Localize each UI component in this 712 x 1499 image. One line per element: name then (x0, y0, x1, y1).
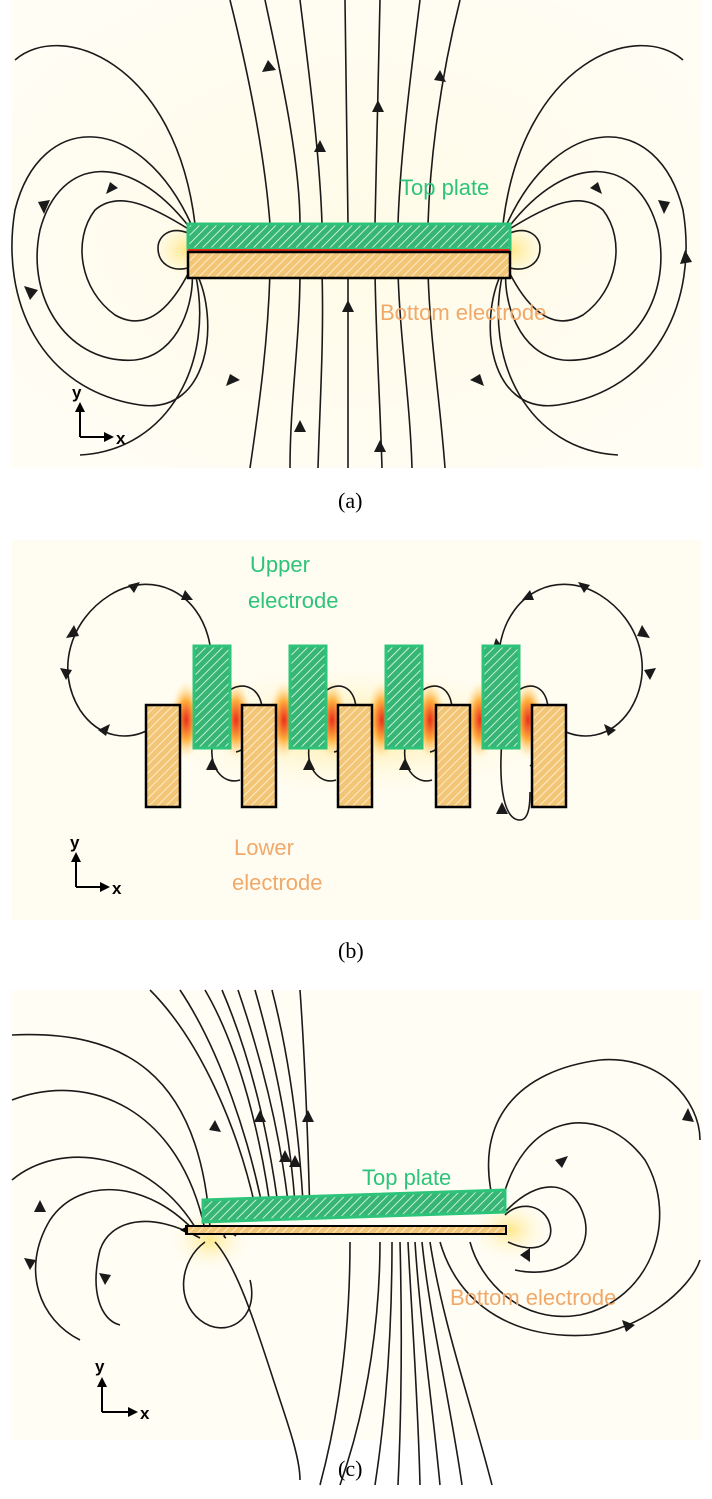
field-lines-center (229, 0, 461, 469)
gap-field-hotspot (188, 249, 510, 252)
upper-electrodes (192, 644, 521, 750)
axis-y-label: y (70, 833, 80, 852)
lower-electrode-4 (434, 703, 472, 809)
upper-electrode-2 (288, 644, 328, 750)
lower-electrode-3 (336, 703, 374, 809)
caption-b: (b) (338, 938, 364, 963)
top-plate-label: Top plate (400, 175, 489, 200)
field-arrows (24, 1108, 694, 1332)
upper-electrode-label-line2: electrode (248, 588, 339, 613)
lower-electrode-label-line1: Lower (234, 835, 294, 860)
field-arrows (24, 60, 692, 452)
field-lines-left (11, 1033, 301, 1481)
upper-electrode-3 (384, 644, 424, 750)
bottom-electrode (185, 1225, 507, 1235)
field-lines-left (11, 44, 209, 456)
lower-electrodes (144, 703, 568, 809)
panel-c: Top plate Bottom electrode y x (c) (0, 980, 712, 1499)
axis-x-label: x (140, 1404, 150, 1423)
panel-a-diagram: Top plate Bottom electrode y x (a) (11, 0, 702, 513)
bottom-electrode-label: Bottom electrode (450, 1285, 616, 1310)
axes-indicator: y x (72, 383, 126, 448)
top-plate (201, 1188, 507, 1224)
bottom-electrode-tip (180, 1226, 188, 1234)
axis-x-label: x (112, 879, 122, 898)
panel-b: Upper electrode Lower electrode y x (b) (0, 530, 712, 980)
field-lines-bundle (149, 989, 493, 1486)
bottom-electrode (186, 250, 512, 280)
panel-c-diagram: Top plate Bottom electrode y x (c) (11, 989, 702, 1486)
top-plate-label: Top plate (362, 1165, 451, 1190)
axis-y-label: y (95, 1357, 105, 1376)
upper-electrode-label-line1: Upper (250, 552, 310, 577)
top-plate (186, 222, 512, 251)
caption-c: (c) (338, 1456, 362, 1481)
lower-electrode-1 (144, 703, 182, 809)
axes-indicator: y x (70, 833, 122, 898)
panel-b-diagram: Upper electrode Lower electrode y x (b) (12, 540, 702, 963)
upper-electrode-1 (192, 644, 232, 750)
axis-y-label: y (72, 383, 82, 402)
lower-electrode-5 (530, 703, 568, 809)
lower-electrode-label-line2: electrode (232, 870, 323, 895)
lower-electrode-2 (240, 703, 278, 809)
field-lines-right (489, 44, 687, 456)
axis-x-label: x (116, 429, 126, 448)
panel-a: Top plate Bottom electrode y x (a) (0, 0, 712, 530)
field-lines-right (439, 1058, 701, 1337)
bottom-electrode-label: Bottom electrode (380, 300, 546, 325)
caption-a: (a) (338, 488, 362, 513)
axes-indicator: y x (95, 1357, 150, 1423)
upper-electrode-4 (481, 644, 521, 750)
